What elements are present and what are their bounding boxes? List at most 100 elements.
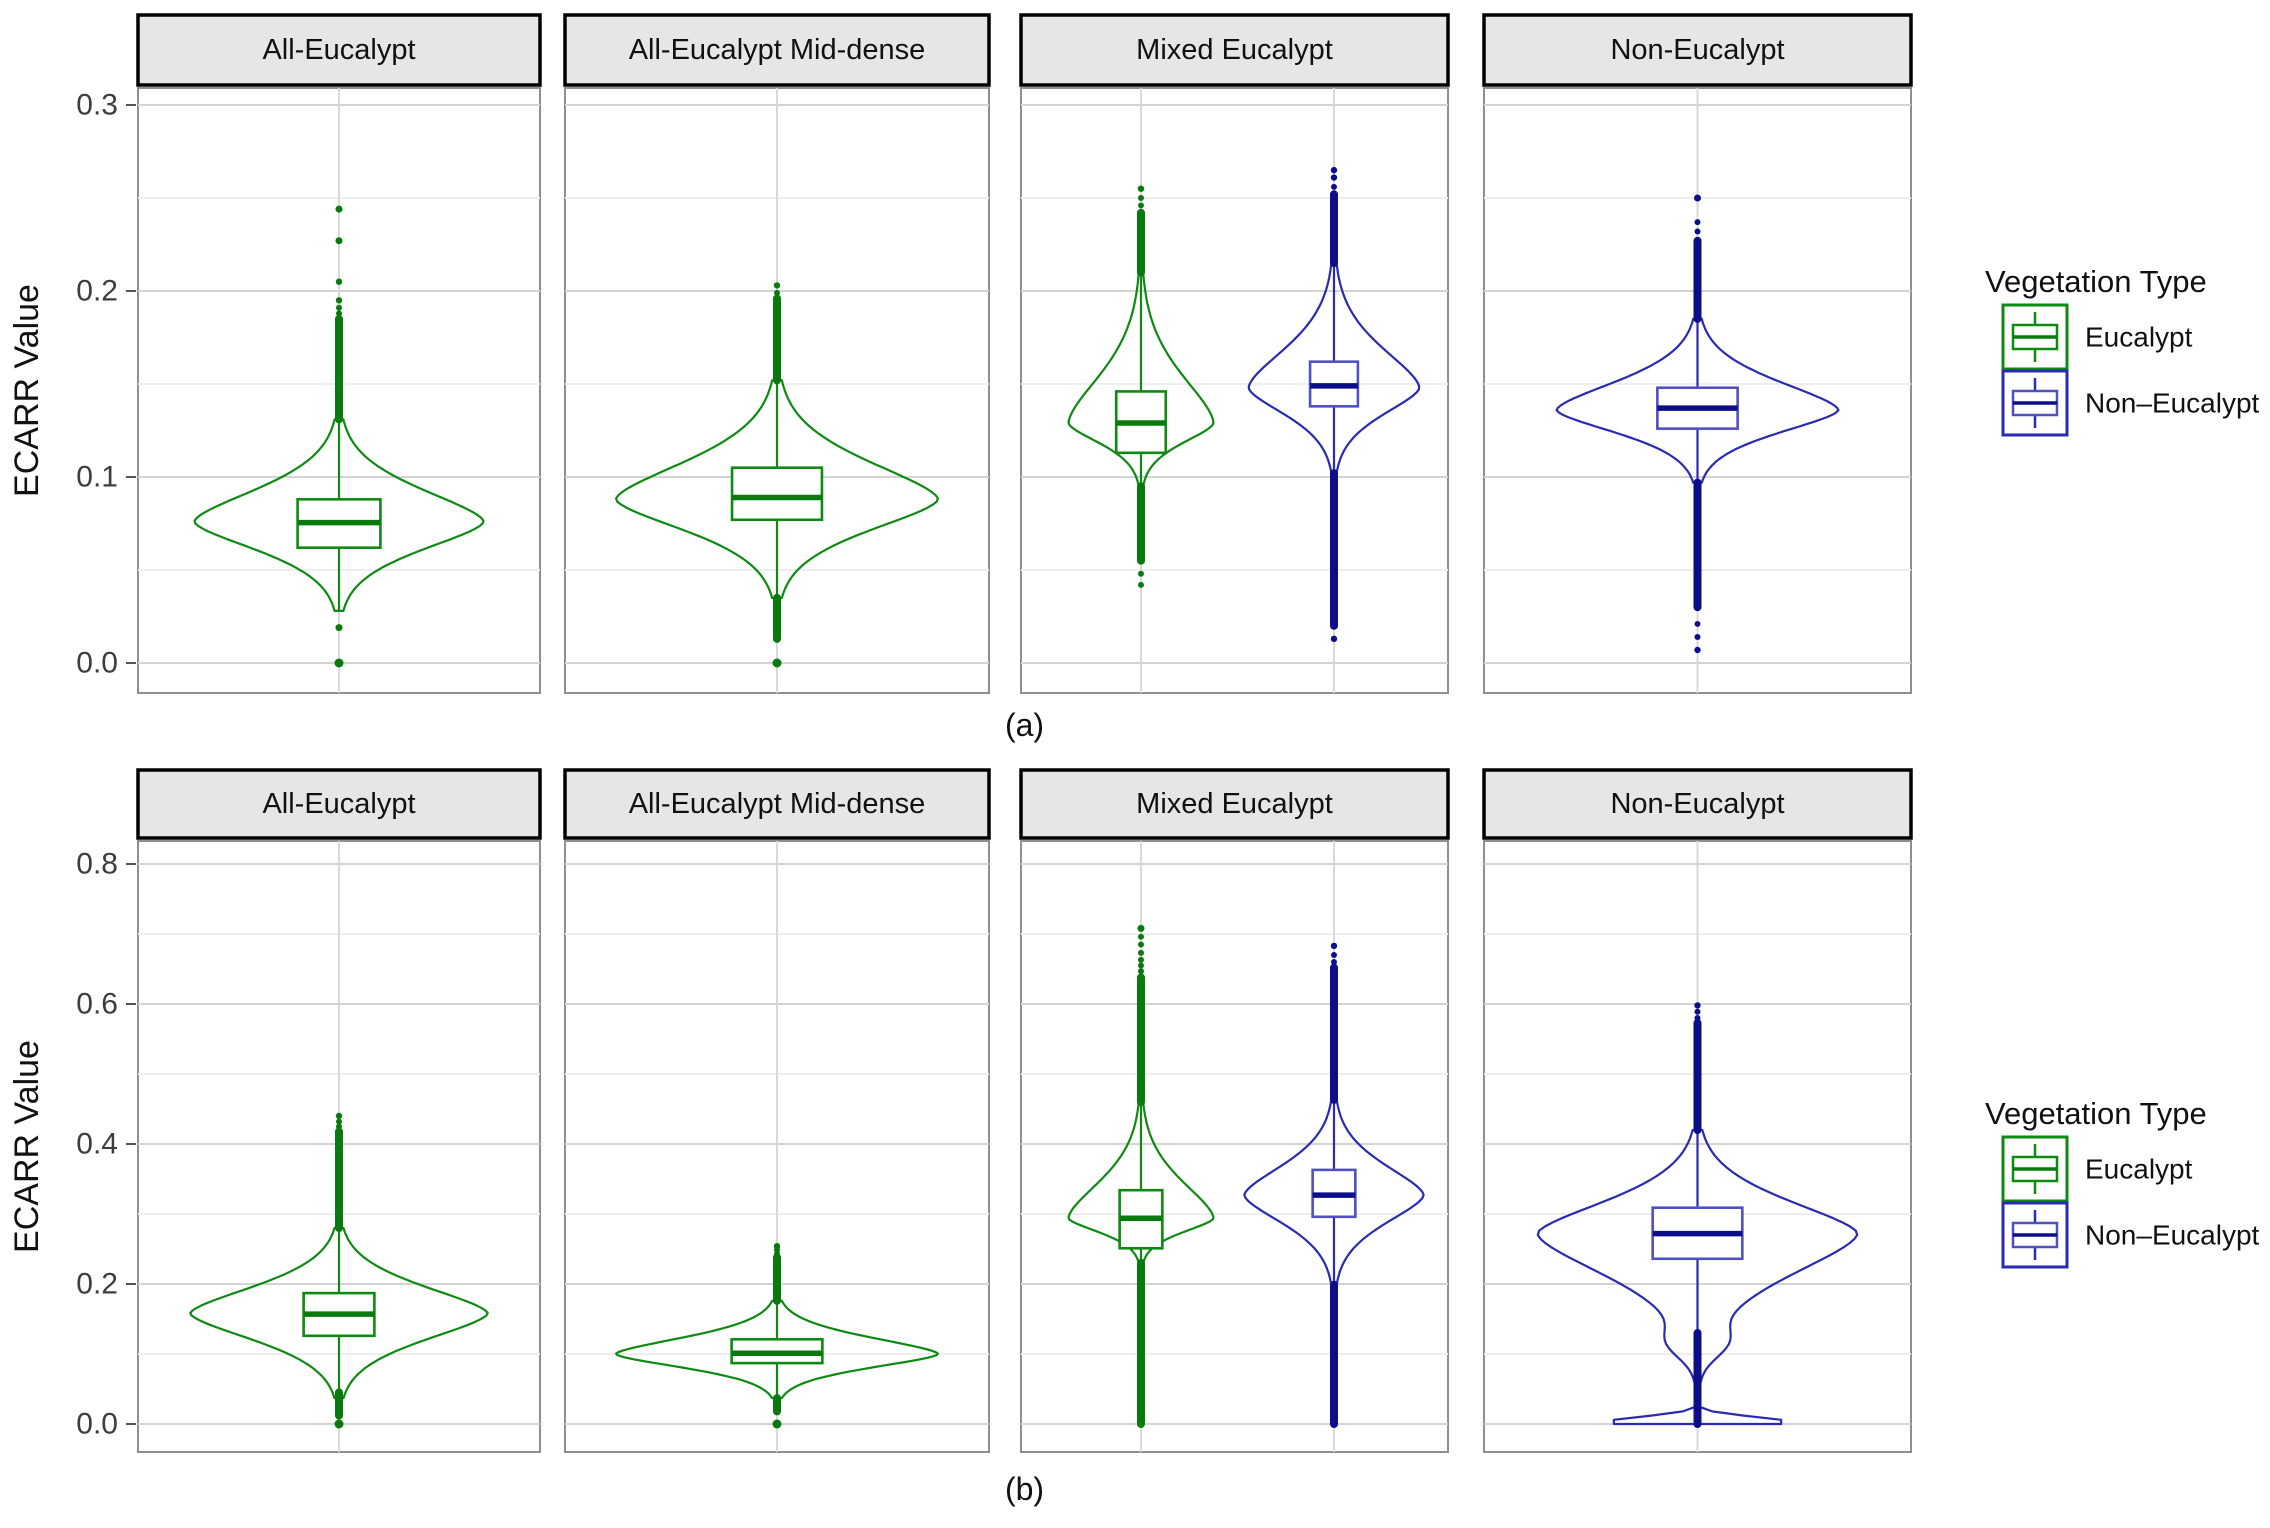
legend-key-non_eucalypt — [2001, 1201, 2069, 1269]
panel-title: Non-Eucalypt — [1610, 34, 1784, 66]
outlier-dot — [1330, 635, 1338, 643]
panel-header — [1482, 13, 1913, 87]
panel-header — [563, 768, 991, 840]
outlier-dot — [1694, 646, 1701, 654]
outlier-dot — [1694, 219, 1701, 226]
outlier-dot — [1137, 195, 1144, 201]
legend-label-eucalypt: Eucalypt — [2085, 1154, 2193, 1185]
panel-b-1: All-Eucalypt Mid-dense — [563, 768, 991, 1453]
panel-a-2: Mixed Eucalypt — [1019, 13, 1450, 694]
panel-title: All-Eucalypt Mid-dense — [629, 34, 926, 66]
outlier-dot — [1330, 942, 1338, 950]
outlier-dot — [773, 282, 781, 289]
y-axis-title-a: ECARR Value — [8, 284, 46, 497]
y-tick-label: 0.4 — [76, 1128, 118, 1161]
panel-header — [136, 13, 542, 87]
outlier-dot — [336, 1118, 342, 1125]
outlier-dot — [1137, 933, 1144, 940]
outlier-dot — [1137, 202, 1144, 209]
outlier-dot — [1330, 952, 1337, 958]
outlier-dot — [335, 278, 343, 285]
outlier-dot — [1137, 581, 1144, 588]
y-tick-label: 0.1 — [76, 461, 118, 494]
outlier-dot — [1137, 968, 1144, 975]
legend-key-eucalypt — [2001, 1135, 2069, 1203]
panel-title: All-Eucalypt Mid-dense — [629, 788, 926, 820]
outlier-dot — [1137, 949, 1144, 956]
outlier-dot — [772, 658, 782, 668]
outlier-dot — [1694, 620, 1701, 627]
legend-label-non_eucalypt: Non–Eucalypt — [2085, 388, 2260, 419]
panel-b-3: Non-Eucalypt — [1482, 768, 1913, 1453]
outlier-dot — [1137, 941, 1144, 948]
violin-outline — [189, 1226, 489, 1400]
legend-title: Vegetation Type — [1985, 264, 2207, 299]
panel-title: Mixed Eucalypt — [1136, 34, 1333, 66]
y-axis-title-b: ECARR Value — [8, 1040, 46, 1253]
outlier-dot — [1137, 185, 1145, 192]
outlier-dot — [1330, 959, 1337, 965]
outlier-dot — [1137, 962, 1144, 969]
panel-header — [1482, 768, 1913, 840]
outlier-dot — [334, 1419, 344, 1429]
outlier-dot — [334, 658, 344, 668]
outlier-dot — [335, 624, 343, 632]
outlier-dot — [336, 310, 342, 317]
outlier-dot — [1694, 1002, 1701, 1009]
panel-area — [1020, 840, 1449, 1453]
legend-label-eucalypt: Eucalypt — [2085, 322, 2193, 353]
y-tick-label: 0.0 — [76, 1408, 118, 1441]
outlier-dot — [1694, 633, 1701, 640]
violin-outline — [1536, 1128, 1859, 1426]
outlier-dot — [1137, 924, 1145, 932]
outlier-dot — [1330, 166, 1338, 174]
panel-header — [1019, 768, 1450, 840]
panel-area — [1020, 87, 1449, 694]
panel-b-0: All-Eucalypt — [136, 768, 542, 1453]
violin-outline — [193, 418, 485, 612]
panel-header — [563, 13, 991, 87]
panel-header — [136, 768, 542, 840]
y-tick-label: 0.2 — [76, 275, 118, 308]
outlier-dot — [774, 1250, 780, 1257]
outlier-dot — [773, 1243, 781, 1250]
panel-a-1: All-Eucalypt Mid-dense — [563, 13, 991, 694]
caption-a: (a) — [1005, 707, 1044, 743]
y-tick-label: 0.3 — [76, 89, 118, 122]
outlier-dot — [335, 237, 343, 245]
panel-title: All-Eucalypt — [262, 788, 415, 820]
panel-b-2: Mixed Eucalypt — [1019, 768, 1450, 1453]
outlier-dot — [1694, 1015, 1701, 1021]
outlier-dot — [1330, 174, 1338, 181]
outlier-dot — [1694, 228, 1701, 235]
panel-a-3: Non-Eucalypt — [1482, 13, 1913, 694]
box — [730, 466, 824, 522]
outlier-dot — [336, 304, 342, 311]
outlier-dot — [1330, 183, 1337, 190]
caption-b: (b) — [1005, 1471, 1044, 1507]
y-tick-label: 0.6 — [76, 988, 118, 1021]
violin-outline — [615, 1299, 939, 1400]
panel-title: Non-Eucalypt — [1610, 788, 1784, 820]
outlier-dot — [1137, 956, 1144, 963]
panel-title: All-Eucalypt — [262, 34, 415, 66]
outlier-dot — [335, 205, 343, 213]
panel-title: Mixed Eucalypt — [1136, 788, 1333, 820]
legend-title: Vegetation Type — [1985, 1096, 2207, 1131]
y-tick-label: 0.2 — [76, 1268, 118, 1301]
legend-label-non_eucalypt: Non–Eucalypt — [2085, 1220, 2260, 1251]
y-tick-label: 0.0 — [76, 647, 118, 680]
panel-a-0: All-Eucalypt — [136, 13, 542, 694]
legend-key-eucalypt — [2001, 303, 2069, 371]
violin-outline — [615, 379, 939, 599]
violin-outline — [1555, 317, 1840, 484]
outlier-dot — [1694, 1008, 1701, 1015]
y-tick-label: 0.8 — [76, 848, 118, 881]
legend-key-non_eucalypt — [2001, 369, 2069, 437]
outlier-dot — [774, 289, 780, 296]
outlier-dot — [772, 1419, 782, 1429]
outlier-dot — [335, 1112, 343, 1120]
